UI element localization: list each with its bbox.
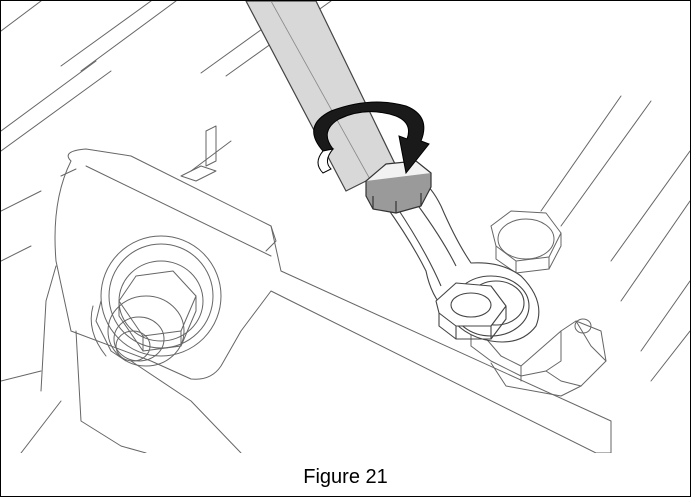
jam-nut [365,160,432,214]
upper-clevis-bolt [490,210,562,274]
assembly-illustration [1,1,690,453]
clevis-bracket [470,318,607,397]
left-bolt-assembly [90,235,222,367]
rod-end-bolt [435,282,507,340]
curved-rotation-arrow-icon [313,101,430,175]
mounting-plate [40,148,612,453]
figure-caption: Figure 21 [303,466,388,488]
